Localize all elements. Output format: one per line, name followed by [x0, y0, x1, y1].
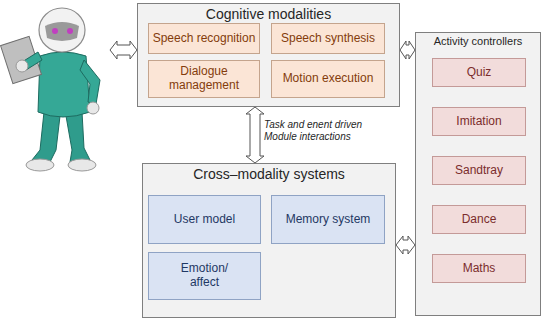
controller-box: Sandtray — [432, 156, 526, 185]
module-box: Dialogue management — [148, 60, 260, 98]
group-title: Activity controllers — [416, 35, 540, 47]
group-title: Cognitive modalities — [138, 6, 399, 22]
robot-arm — [80, 60, 100, 104]
module-box: Speech recognition — [148, 23, 260, 54]
module-box: Speech synthesis — [271, 23, 385, 54]
system-box: Emotion/ affect — [148, 252, 261, 300]
system-box: Memory system — [271, 195, 385, 244]
edge-label: Task and enent driven Module interaction… — [262, 119, 378, 143]
module-group: Cognitive modalitiesSpeech recognition Sp… — [137, 3, 400, 107]
box-label: Dance — [462, 213, 497, 227]
box-label: Maths — [463, 262, 496, 276]
system-box: User model — [148, 195, 261, 244]
box-label: Memory system — [286, 213, 371, 227]
module-box: Motion execution — [271, 60, 385, 98]
robot-hand — [87, 102, 99, 114]
box-label: Dialogue management — [152, 65, 256, 93]
box-label: Sandtray — [455, 164, 503, 178]
robot-eye — [67, 28, 73, 34]
box-label: User model — [174, 213, 235, 227]
robot-leg — [32, 112, 60, 162]
controller-box: Dance — [432, 205, 526, 234]
box-label: Speech recognition — [153, 32, 256, 46]
photo-arrow — [110, 41, 137, 59]
robot-face — [45, 22, 79, 41]
block-arrow — [400, 41, 415, 59]
module-group: Cross–modality systemsUser model Memory s… — [142, 163, 396, 318]
robot-eye — [52, 28, 58, 34]
box-label: Speech synthesis — [281, 32, 375, 46]
robot-leg — [66, 112, 90, 162]
controller-box: Imitation — [432, 107, 526, 136]
group-title: Cross–modality systems — [143, 166, 395, 182]
robot-body — [38, 52, 90, 117]
box-label: Emotion/ affect — [174, 262, 236, 290]
box-label: Imitation — [456, 115, 501, 129]
robot-head — [39, 8, 85, 52]
controller-box: Maths — [432, 254, 526, 283]
block-arrow — [396, 236, 415, 254]
robot-book — [1, 36, 42, 83]
robot-foot — [26, 159, 54, 171]
box-label: Motion execution — [283, 72, 374, 86]
controller-box: Quiz — [432, 58, 526, 87]
box-label: Quiz — [467, 66, 492, 80]
controller-group: Activity controllersQuizImitationSandtra… — [415, 32, 541, 316]
robot-hand — [16, 60, 28, 72]
robot-foot — [68, 159, 96, 171]
robot-figure — [1, 8, 137, 171]
